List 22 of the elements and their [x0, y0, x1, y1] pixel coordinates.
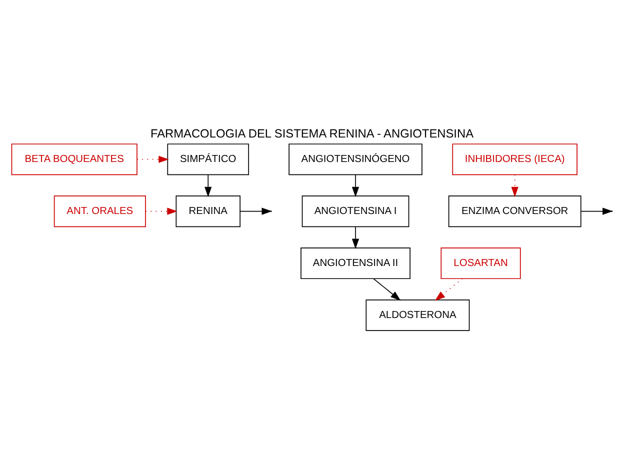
node-box: BETA BOQUEANTES [11, 144, 138, 176]
node-box: ALDOSTERONA [366, 300, 470, 332]
arrow [511, 174, 518, 198]
arrow [136, 156, 169, 163]
node-box: ENZIMA CONVERSOR [448, 196, 582, 228]
arrow [240, 208, 272, 215]
node-box: SIMPÁTICO [167, 144, 250, 176]
node-box: RENINA [176, 196, 240, 228]
node-box: ANT. ORALES [54, 196, 146, 228]
node-box: INHIBIDORES (IECA) [452, 144, 578, 176]
arrow [373, 278, 401, 301]
node-box: LOSARTAN [440, 248, 521, 280]
arrow [580, 208, 613, 215]
arrow [204, 174, 212, 198]
node-box: ANGIOTENSINÓGENO [288, 144, 422, 176]
arrow [352, 226, 360, 250]
node-box: ANGIOTENSINA I [302, 196, 410, 228]
arrow [352, 174, 360, 198]
node-box: ANGIOTENSINA II [300, 248, 410, 280]
diagram-title: FARMACOLOGIA DEL SISTEMA RENINA - ANGIOTENSINA [150, 126, 474, 140]
arrow [434, 278, 463, 301]
arrow [145, 208, 178, 215]
